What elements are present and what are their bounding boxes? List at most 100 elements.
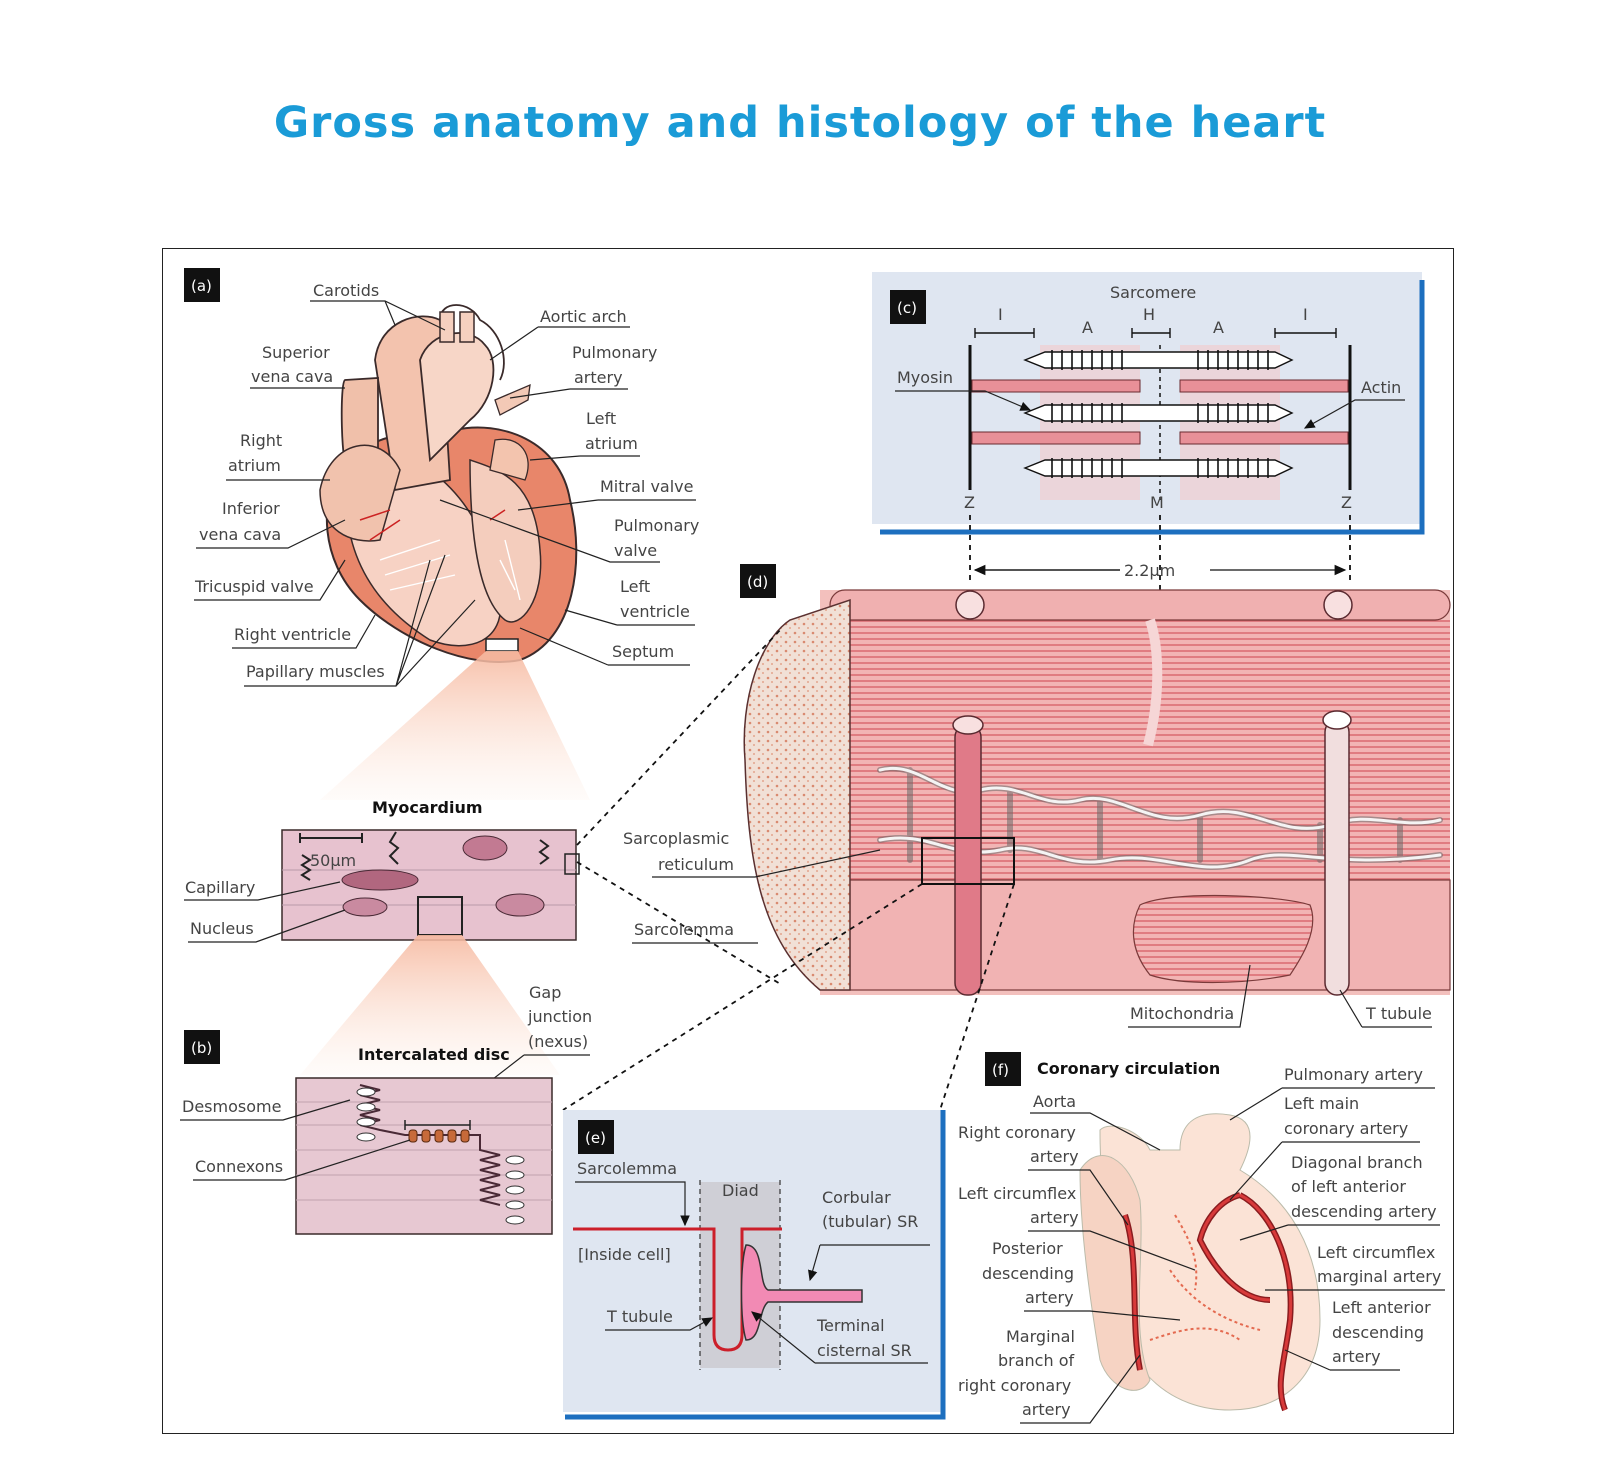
svg-text:(d): (d) [747,573,768,591]
label-marginal-2: branch of [998,1351,1074,1370]
label-pulmonary-artery-f: Pulmonary artery [1284,1065,1423,1084]
label-posterior-2: descending [982,1264,1074,1283]
label-septum: Septum [612,642,674,661]
figure-frame [162,248,1454,1434]
sarcomere-title: Sarcomere [1110,283,1196,302]
label-z-left: Z [964,493,975,512]
label-myosin: Myosin [897,368,953,387]
label-sarcoplasmic-1: Sarcoplasmic [623,829,729,848]
label-right-atrium-2: atrium [228,456,281,475]
panel-c-tag: (c) [890,290,926,324]
label-lcx-marginal-2: marginal artery [1317,1267,1441,1286]
label-nucleus: Nucleus [190,919,254,938]
label-aortic-arch: Aortic arch [540,307,627,326]
page-title: Gross anatomy and histology of the heart [273,98,1327,148]
svg-text:(c): (c) [897,299,917,317]
muscle-fiber-illustration [743,589,1451,996]
zoom-lines-fiber-to-diad [562,883,1015,1111]
label-diagonal-3: descending artery [1291,1202,1437,1221]
label-capillary: Capillary [185,878,255,897]
label-lad-1: Left anterior [1332,1298,1431,1317]
label-left-atrium-2: atrium [585,434,638,453]
label-left-main-1: Left main [1284,1094,1359,1113]
intercalated-disc-title: Intercalated disc [358,1045,510,1064]
label-posterior-1: Posterior [992,1239,1063,1258]
label-pulmonary-valve-2: valve [614,541,657,560]
label-corbular-2: (tubular) SR [822,1212,918,1231]
label-left-circumflex-2: artery [1030,1208,1079,1227]
label-h: H [1143,305,1155,324]
panel-f-tag: (f) [985,1052,1021,1086]
coronary-heart-illustration [1079,1113,1321,1412]
label-papillary-muscles: Papillary muscles [246,662,385,681]
label-left-ventricle-1: Left [620,577,650,596]
label-inside-cell: [Inside cell] [578,1245,671,1264]
svg-text:(b): (b) [191,1039,212,1057]
label-lad-3: artery [1332,1347,1381,1366]
label-gap-junction-1: Gap [529,983,561,1002]
zoom-beam-myocardium [300,935,560,1075]
label-gap-junction-3: (nexus) [528,1032,588,1051]
label-posterior-3: artery [1025,1288,1074,1307]
label-right-ventricle: Right ventricle [234,625,351,644]
label-left-circumflex-1: Left circumflex [958,1184,1076,1203]
label-terminal-1: Terminal [816,1316,885,1335]
svg-text:(f): (f) [992,1061,1009,1079]
label-left-ventricle-2: ventricle [620,602,690,621]
intercalated-disc-tissue [295,1077,553,1235]
label-superior-vena-cava-2: vena cava [251,367,333,386]
zoom-beam-heart [320,651,590,800]
myocardium-tissue [281,829,580,941]
label-i-left: I [998,305,1003,324]
label-connexons: Connexons [195,1157,283,1176]
label-sarcolemma-e: Sarcolemma [577,1159,677,1178]
label-right-coronary-1: Right coronary [958,1123,1076,1142]
label-mitochondria: Mitochondria [1130,1004,1234,1023]
label-marginal-4: artery [1022,1400,1071,1419]
label-diad: Diad [722,1181,759,1200]
heart-illustration [319,304,578,663]
label-terminal-2: cisternal SR [817,1341,912,1360]
label-z-right: Z [1341,493,1352,512]
label-inferior-vena-cava-2: vena cava [199,525,281,544]
label-i-right: I [1303,305,1308,324]
label-diagonal-2: of left anterior [1291,1177,1406,1196]
label-actin: Actin [1361,378,1401,397]
label-right-atrium-1: Right [240,431,282,450]
label-a-right: A [1213,318,1224,337]
label-t-tubule-e: T tubule [606,1307,673,1326]
coronary-title: Coronary circulation [1037,1059,1220,1078]
label-mitral-valve: Mitral valve [600,477,693,496]
label-tricuspid-valve: Tricuspid valve [194,577,314,596]
label-pulmonary-valve-1: Pulmonary [614,516,699,535]
label-length-2-2um: 2.2μm [1124,561,1175,580]
label-diagonal-1: Diagonal branch [1291,1153,1423,1172]
label-pulmonary-artery-1: Pulmonary [572,343,657,362]
label-corbular-1: Corbular [822,1188,891,1207]
heart-labels: Carotids Aortic arch Superior vena cava … [194,281,699,687]
label-left-main-2: coronary artery [1284,1119,1408,1138]
svg-text:(e): (e) [585,1129,606,1147]
coronary-labels: Aorta Pulmonary artery Left main coronar… [958,1065,1441,1419]
label-desmosome: Desmosome [182,1097,281,1116]
label-sarcoplasmic-2: reticulum [658,855,734,874]
label-scale-50um: 50μm [310,851,356,870]
panel-e-tag: (e) [578,1120,614,1154]
label-m: M [1150,493,1164,512]
label-aorta: Aorta [1033,1092,1076,1111]
svg-text:(a): (a) [191,277,212,295]
label-marginal-3: right coronary [958,1376,1071,1395]
label-right-coronary-2: artery [1030,1147,1079,1166]
label-lcx-marginal-1: Left circumflex [1317,1243,1435,1262]
label-t-tubule-d: T tubule [1365,1004,1432,1023]
sarcomere-band-labels: I A H A I Myosin Actin Z M Z [897,305,1401,512]
label-a-left: A [1082,318,1093,337]
label-left-atrium-1: Left [586,409,616,428]
label-lad-2: descending [1332,1323,1424,1342]
panel-d-tag: (d) [740,564,776,598]
diad-diagram [573,1180,863,1370]
panel-a-tag: (a) [184,268,220,302]
panel-b-tag: (b) [184,1030,220,1064]
label-carotids: Carotids [313,281,379,300]
